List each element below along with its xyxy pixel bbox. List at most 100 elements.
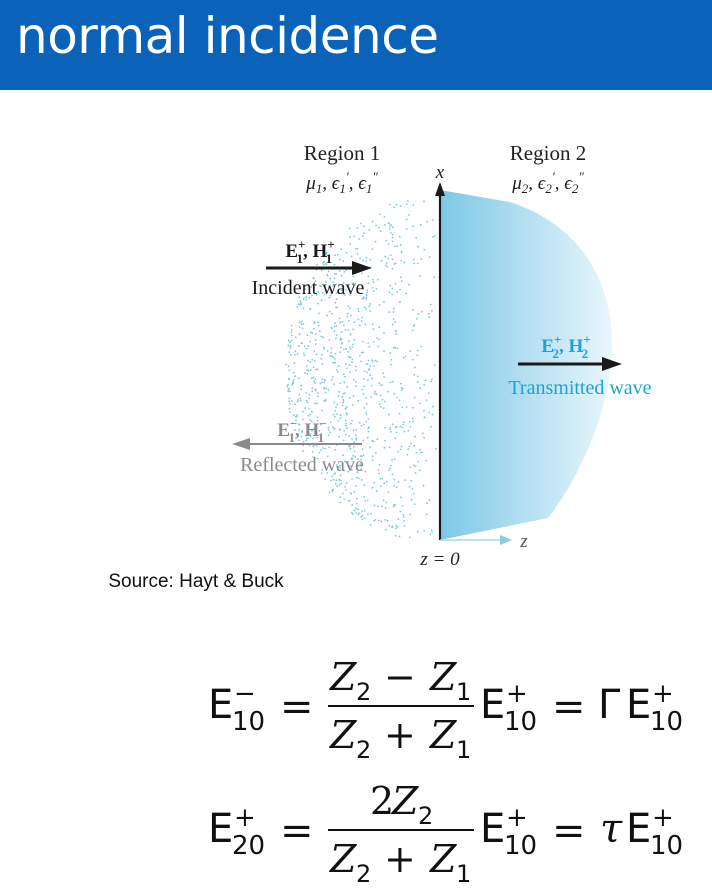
stipple-dot: [367, 379, 369, 382]
stipple-dot: [294, 375, 297, 378]
stipple-dot: [378, 382, 381, 384]
stipple-dot: [375, 393, 378, 396]
stipple-dot: [352, 395, 355, 398]
stipple-dot: [365, 413, 368, 416]
stipple-dot: [367, 368, 370, 371]
svg-text:+: +: [384, 713, 416, 757]
svg-text:E: E: [208, 682, 233, 728]
stipple-dot: [355, 507, 357, 510]
stipple-dot: [377, 345, 380, 348]
stipple-dot: [330, 347, 333, 350]
stipple-dot: [352, 328, 355, 331]
stipple-dot: [320, 449, 322, 451]
stipple-dot: [346, 427, 348, 430]
stipple-dot: [294, 353, 296, 356]
stipple-dot: [401, 387, 404, 390]
stipple-dot: [353, 450, 356, 453]
stipple-dot: [408, 445, 411, 448]
stipple-dot: [395, 330, 397, 333]
stipple-dot: [300, 302, 302, 304]
stipple-dot: [343, 348, 345, 351]
stipple-dot: [400, 250, 403, 253]
stipple-dot: [399, 244, 402, 247]
stipple-dot: [329, 431, 331, 434]
stipple-dot: [417, 460, 420, 463]
stipple-dot: [428, 392, 430, 394]
stipple-dot: [422, 484, 425, 487]
stipple-dot: [383, 376, 385, 379]
stipple-dot: [383, 224, 386, 226]
stipple-dot: [287, 339, 290, 342]
stipple-dot: [428, 499, 431, 501]
svg-text:+: +: [652, 679, 674, 709]
stipple-dot: [383, 446, 386, 449]
stipple-dot: [370, 513, 372, 515]
stipple-dot: [330, 479, 332, 482]
stipple-dot: [310, 377, 313, 380]
stipple-dot: [290, 339, 293, 342]
stipple-dot: [334, 409, 336, 412]
stipple-dot: [302, 307, 305, 310]
stipple-dot: [362, 225, 365, 228]
stipple-dot: [406, 453, 409, 456]
stipple-dot: [296, 305, 299, 308]
stipple-dot: [412, 406, 414, 409]
stipple-dot: [372, 440, 375, 443]
stipple-dot: [392, 505, 395, 508]
stipple-dot: [413, 396, 416, 399]
stipple-dot: [349, 465, 352, 467]
stipple-dot: [419, 402, 422, 405]
stipple-dot: [423, 437, 425, 439]
stipple-dot: [344, 407, 347, 410]
stipple-dot: [328, 285, 330, 288]
stipple-dot: [427, 312, 430, 315]
stipple-dot: [391, 323, 394, 326]
stipple-dot: [324, 284, 326, 287]
stipple-dot: [371, 323, 374, 326]
stipple-dot: [393, 393, 396, 395]
stipple-dot: [344, 362, 347, 365]
stipple-dot: [395, 431, 398, 434]
stipple-dot: [383, 215, 386, 218]
stipple-dot: [383, 301, 385, 303]
stipple-dot: [351, 478, 353, 480]
stipple-dot: [305, 439, 307, 442]
stipple-dot: [355, 369, 357, 372]
stipple-dot: [403, 261, 406, 264]
stipple-dot: [348, 356, 351, 359]
stipple-dot: [376, 438, 379, 441]
stipple-dot: [315, 445, 318, 447]
stipple-dot: [313, 427, 315, 430]
stipple-dot: [416, 530, 419, 533]
stipple-dot: [379, 394, 382, 397]
stipple-dot: [325, 251, 328, 254]
stipple-dot: [359, 257, 361, 260]
stipple-dot: [336, 485, 339, 487]
stipple-dot: [338, 435, 340, 438]
stipple-dot: [414, 435, 416, 438]
stipple-dot: [412, 420, 414, 423]
svg-text:E: E: [480, 682, 505, 728]
stipple-dot: [351, 282, 354, 285]
stipple-dot: [343, 373, 345, 375]
svg-text:10: 10: [232, 707, 265, 737]
stipple-dot: [346, 406, 348, 408]
stipple-dot: [425, 459, 428, 462]
stipple-dot: [326, 273, 329, 276]
stipple-dot: [383, 400, 386, 403]
stipple-dot: [322, 336, 324, 339]
stipple-dot: [333, 362, 336, 364]
z-axis-arrow: [500, 535, 512, 545]
stipple-dot: [311, 451, 314, 453]
stipple-dot: [405, 228, 408, 230]
stipple-dot: [402, 513, 405, 516]
stipple-dot: [378, 403, 381, 406]
stipple-dot: [422, 432, 424, 435]
stipple-dot: [349, 447, 352, 450]
stipple-dot: [325, 253, 328, 256]
stipple-dot: [321, 409, 323, 412]
stipple-dot: [346, 315, 349, 318]
stipple-dot: [338, 478, 341, 481]
stipple-dot: [363, 517, 366, 519]
stipple-dot: [336, 403, 339, 406]
